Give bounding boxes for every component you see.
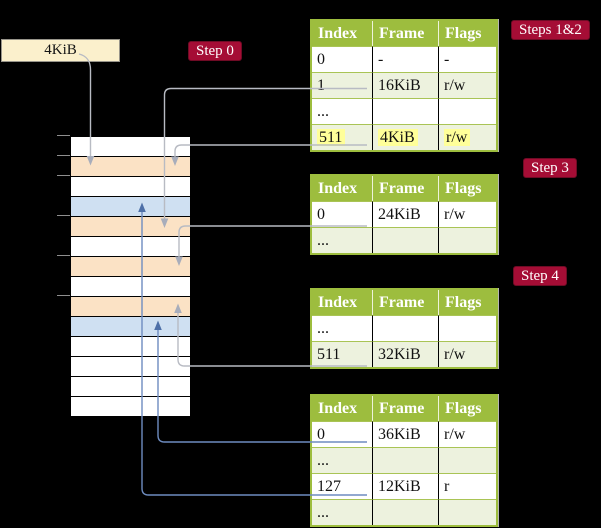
column-header: Index xyxy=(312,290,373,315)
column-header: Index xyxy=(312,396,373,421)
memory-row xyxy=(71,337,190,357)
table-cell xyxy=(439,499,496,525)
step-3-label: Step 3 xyxy=(523,158,577,178)
column-header: Flags xyxy=(439,21,496,46)
table-cell: r xyxy=(439,473,496,499)
memory-row xyxy=(71,177,190,197)
memory-tick xyxy=(57,155,70,156)
table-row: ... xyxy=(312,227,496,253)
table-cell xyxy=(373,98,439,124)
table-cell: r/w xyxy=(439,421,496,447)
table-cell: r/w xyxy=(439,201,496,227)
memory-column xyxy=(70,136,191,417)
table-cell: 511 xyxy=(312,124,373,150)
table-cell: 0 xyxy=(312,46,373,72)
memory-row xyxy=(71,297,190,317)
table-cell: 12KiB xyxy=(373,473,439,499)
table-cell: ... xyxy=(312,315,373,341)
table-cell: r/w xyxy=(439,72,496,98)
table-cell: ... xyxy=(312,499,373,525)
table-cell: ... xyxy=(312,227,373,253)
column-header: Frame xyxy=(373,21,439,46)
highlighted-value: 511 xyxy=(317,129,346,146)
table-cell xyxy=(373,447,439,473)
table-cell: 32KiB xyxy=(373,341,439,367)
table-cell: 127 xyxy=(312,473,373,499)
table-cell: r/w xyxy=(439,124,496,150)
column-header: Frame xyxy=(373,396,439,421)
column-header: Flags xyxy=(439,396,496,421)
memory-tick xyxy=(57,135,70,136)
memory-row xyxy=(71,197,190,217)
column-header: Index xyxy=(312,176,373,201)
table-cell xyxy=(439,98,496,124)
table-cell xyxy=(373,227,439,253)
table-row: ... xyxy=(312,315,496,341)
table-cell xyxy=(439,447,496,473)
memory-row xyxy=(71,357,190,377)
step-0-label: Step 0 xyxy=(188,41,242,61)
table-cell: - xyxy=(439,46,496,72)
column-header: Index xyxy=(312,21,373,46)
page-size-box: 4KiB xyxy=(1,39,120,62)
table-cell: 36KiB xyxy=(373,421,439,447)
table-cell xyxy=(439,315,496,341)
table-row: 0-- xyxy=(312,46,496,72)
memory-row xyxy=(71,157,190,177)
table-cell: 0 xyxy=(312,201,373,227)
table-cell: ... xyxy=(312,98,373,124)
table-cell xyxy=(373,315,439,341)
table-cell xyxy=(439,227,496,253)
memory-row xyxy=(71,277,190,297)
memory-tick xyxy=(57,295,70,296)
memory-tick xyxy=(57,215,70,216)
table-cell: 1 xyxy=(312,72,373,98)
table-row: ... xyxy=(312,98,496,124)
table-cell: 0 xyxy=(312,421,373,447)
table-cell: 4KiB xyxy=(373,124,439,150)
table-row: ... xyxy=(312,499,496,525)
memory-row xyxy=(71,257,190,277)
memory-tick xyxy=(57,255,70,256)
column-header: Flags xyxy=(439,176,496,201)
memory-tick xyxy=(57,175,70,176)
memory-row xyxy=(71,217,190,237)
steps-1-2-label: Steps 1&2 xyxy=(511,20,590,40)
table-cell: - xyxy=(373,46,439,72)
memory-row xyxy=(71,377,190,397)
column-header: Flags xyxy=(439,290,496,315)
memory-row xyxy=(71,317,190,337)
table-row: ... xyxy=(312,447,496,473)
table-cell: 511 xyxy=(312,341,373,367)
table-row: 511 4KiB r/w xyxy=(312,124,496,150)
table-cell: ... xyxy=(312,447,373,473)
table-cell xyxy=(373,499,439,525)
highlighted-value: r/w xyxy=(444,129,471,146)
table-cell: r/w xyxy=(439,341,496,367)
step-4-label: Step 4 xyxy=(513,266,567,286)
table-cell: 24KiB xyxy=(373,201,439,227)
column-header: Frame xyxy=(373,176,439,201)
table-cell: 16KiB xyxy=(373,72,439,98)
column-header: Frame xyxy=(373,290,439,315)
memory-row xyxy=(71,137,190,157)
memory-row xyxy=(71,397,190,416)
highlighted-value: 4KiB xyxy=(378,129,418,146)
memory-row xyxy=(71,237,190,257)
